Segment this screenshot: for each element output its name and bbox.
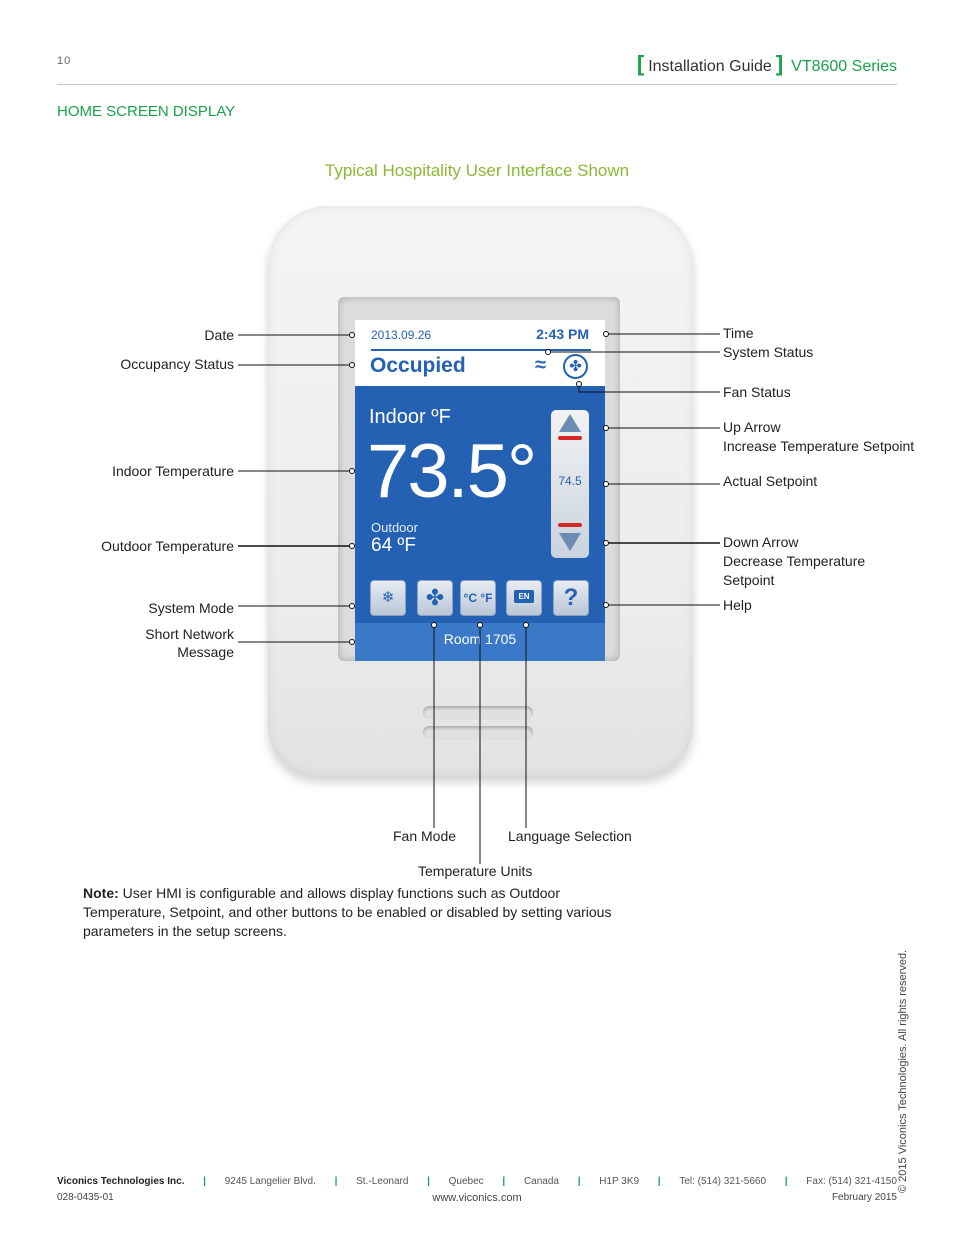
footer-separator: | [427,1176,430,1187]
callout-fan-mode: Fan Mode [393,828,457,844]
outdoor-temperature: 64 ºF [371,535,416,556]
note-label: Note: [83,885,119,901]
up-arrow-icon[interactable] [559,414,581,432]
snowflake-icon: ❄ [381,589,395,606]
callout-time: Time [723,325,754,341]
heat-waves-icon: ≈ [535,354,546,376]
thermostat-screen: 2013.09.26 2:43 PM Occupied ≈ ✤ Indoor º… [355,320,605,661]
language-button[interactable]: EN [506,580,542,616]
footer-separator: | [334,1176,338,1187]
screen-date: 2013.09.26 [371,328,432,342]
note-text: User HMI is configurable and allows disp… [83,885,612,939]
screen-divider [371,349,591,351]
document-number: 028-0435-01 [57,1192,114,1203]
callout-short-network: Short Network [145,626,234,642]
callout-up-arrow-desc: Increase Temperature Setpoint [723,438,915,454]
callout-down-arrow-desc: Decrease Temperature [723,553,866,569]
callout-outdoor-temperature: Outdoor Temperature [101,538,234,554]
footer-separator: | [657,1176,661,1187]
header-divider [57,84,897,85]
callout-temperature-units: Temperature Units [418,863,533,879]
callout-indoor-temperature: Indoor Temperature [112,463,234,479]
callout-down-arrow: Down Arrow [723,534,799,550]
footer-province: Quebec [448,1176,484,1187]
callout-date: Date [204,327,234,343]
document-date: February 2015 [831,1192,897,1203]
callout-down-arrow-desc-2: Setpoint [723,572,775,588]
screen-time: 2:43 PM [536,326,589,342]
footer-tel: Tel: (514) 321-5660 [679,1176,767,1187]
help-button[interactable]: ? [553,580,589,616]
series-name: VT8600 Series [791,58,897,75]
fan-mode-button[interactable]: ✤ [417,580,453,616]
setpoint-panel: 74.5 [551,410,589,558]
footer-separator: | [577,1176,581,1187]
callout-message: Message [177,644,234,660]
system-mode-button[interactable]: ❄ [370,580,406,616]
bracket-open: [ [636,51,645,76]
setpoint-value: 74.5 [558,474,582,488]
up-arrow-bar [558,436,582,440]
callout-occupancy-status: Occupancy Status [120,356,234,372]
callout-fan-status: Fan Status [723,384,791,400]
outdoor-label: Outdoor [371,520,418,535]
note-paragraph: Note: User HMI is configurable and allow… [83,884,623,941]
fan-icon: ✤ [425,585,445,610]
callout-help: Help [723,597,752,613]
down-arrow-icon[interactable] [559,533,581,551]
footer-company: Viconics Technologies Inc. [57,1176,185,1187]
footer-separator: | [784,1176,788,1187]
speech-bubble-icon: EN [514,590,534,603]
footer-address: Viconics Technologies Inc. | 9245 Langel… [57,1176,897,1187]
fan-icon: ✤ [563,354,588,379]
callout-system-mode: System Mode [148,600,234,616]
callout-actual-setpoint: Actual Setpoint [723,473,818,489]
section-title: HOME SCREEN DISPLAY [57,103,236,120]
vent-slot [423,706,533,719]
callout-system-status: System Status [723,344,814,360]
occupancy-status: Occupied [370,354,466,377]
website-link[interactable]: www.viconics.com [432,1192,522,1204]
footer-separator: | [502,1176,506,1187]
down-arrow-bar [558,523,582,527]
indoor-temperature: 73.5° [367,429,537,514]
footer-separator: | [203,1176,206,1187]
network-message: Room 1705 [443,631,517,647]
footer-city: St.-Leonard [356,1176,409,1187]
copyright: © 2015 Viconics Technologies. All rights… [897,949,909,1193]
document-header: [ Installation Guide ] VT8600 Series [636,51,897,76]
callout-language-selection: Language Selection [508,828,632,844]
bracket-close: ] [775,51,784,76]
footer-street: 9245 Langelier Blvd. [224,1176,316,1187]
vent-slot [423,726,533,739]
page-number: 10 [57,55,72,67]
footer-fax: Fax: (514) 321-4150 [806,1176,897,1187]
guide-label: Installation Guide [648,58,772,75]
figure-title: Typical Hospitality User Interface Shown [324,161,630,180]
indoor-label: Indoor ºF [369,406,451,428]
screen-header [355,320,605,386]
footer-postal: H1P 3K9 [599,1176,640,1187]
callout-up-arrow: Up Arrow [723,419,781,435]
footer-country: Canada [523,1176,559,1187]
temperature-units-button[interactable]: °C °F [460,580,496,616]
